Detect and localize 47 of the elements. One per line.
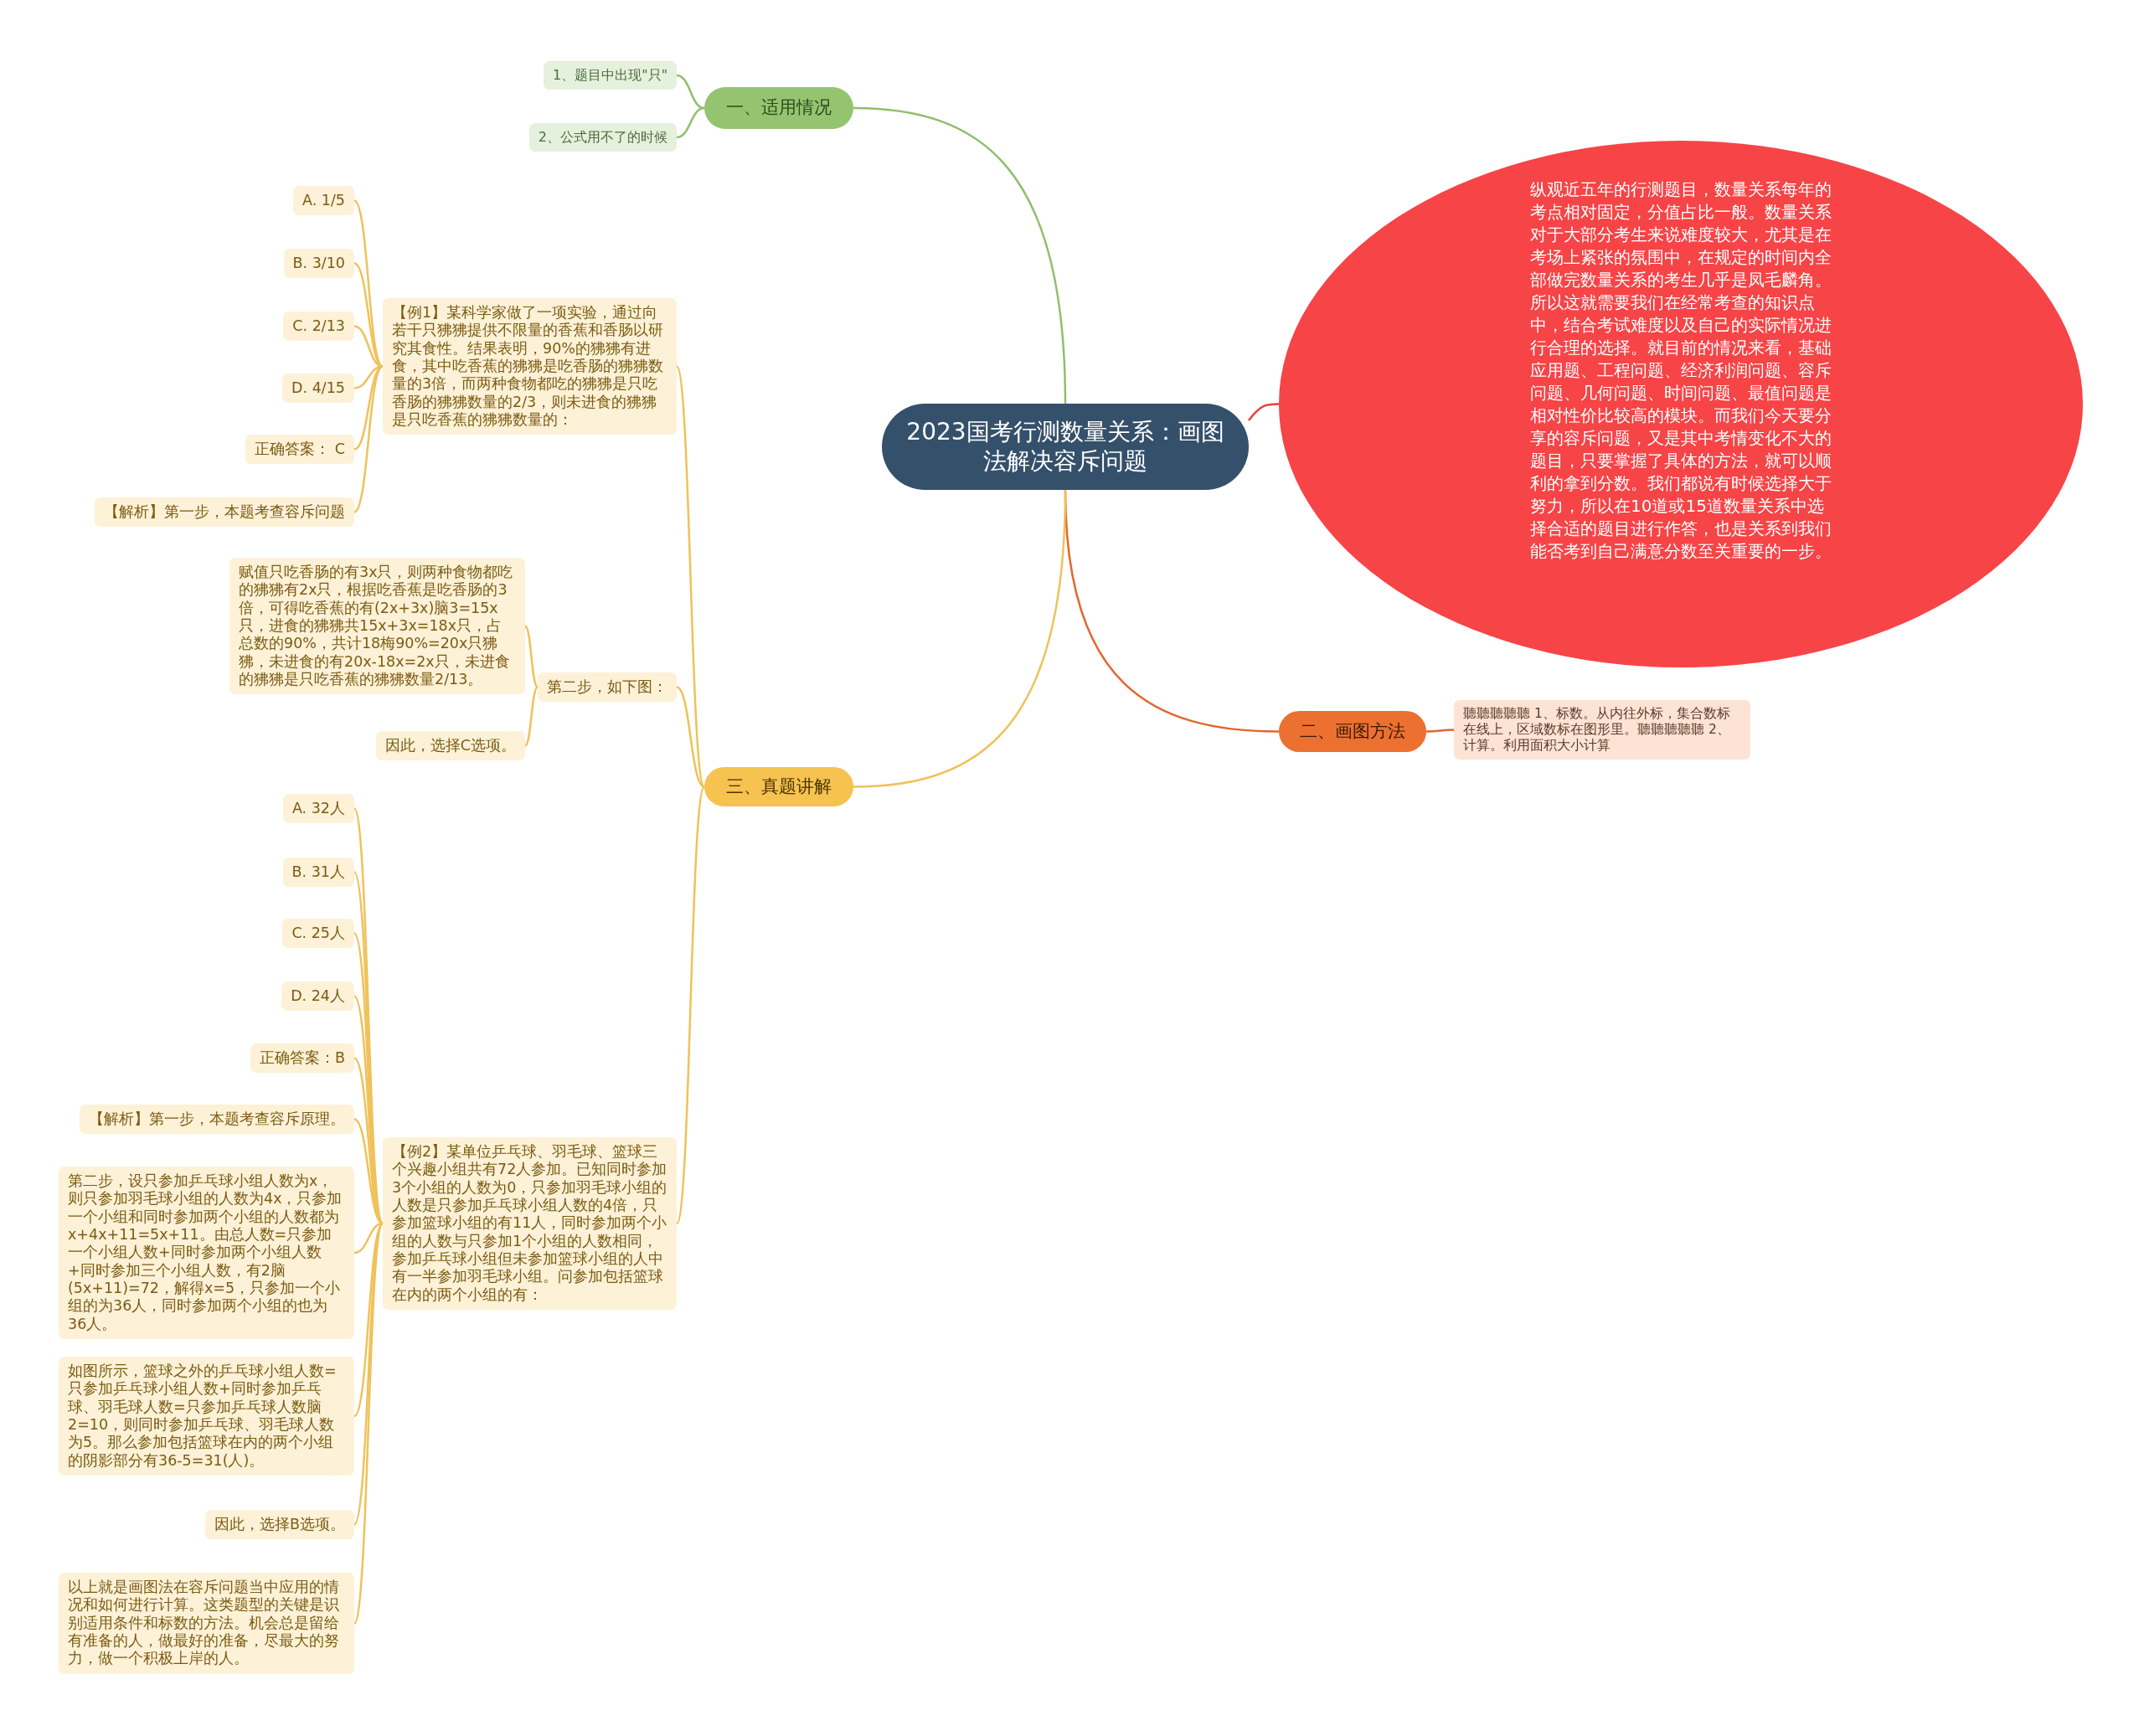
note-box: 【解析】第一步，本题考查容斥问题: [95, 497, 354, 528]
paragraph-text: 纵观近五年的行测题目，数量关系每年的考点相对固定，分值占比一般。数量关系对于大部分考生来说难度较大，尤其是在考场上紧张的氛围中，在规定的时间内全部做完数量关系的考生几乎是凤毛麟角。所以这就需要我们在经常考查的知识点中，结合考试难度以及自己的实际情况进行合理的选择。就目前的情况来看，基础应用题、工程问题、经济利润问题、容斥问题、几何问题、时间问题、最值问题是相对性价比较高的模块。而我们今天要分享的容斥问题，又是其中考情变化不大的题目，只要掌握了具体的方法，就可以顺利的拿到分数。我们都说有时候选择大于努力，所以在10道或15道数量关系中选择合适的题目进行作答，也是关系到我们能否考到自己满意分数至关重要的一步。: [1530, 178, 1832, 563]
connector-line: [853, 489, 1067, 788]
note-box: 因此，选择B选项。: [205, 1510, 354, 1540]
central-topic: 2023国考行测数量关系：画图法解决容斥问题: [882, 404, 1249, 490]
connector-line: [524, 686, 539, 747]
note-box: B. 3/10: [283, 249, 354, 279]
note-box: 1、题目中出现"只": [544, 61, 677, 90]
note-box: 第二步，设只参加乒乓球小组人数为x，则只参加羽毛球小组的人数为4x，只参加一个小组和同时参加两个小组的人数都为x+4x+11=5x+11。由总人数=只参加一个小组人数+同时参加两个小组人数+同时参加三个小组人数，有2脑(5x+11)=72，解得x=5，只参加一个小组的为36人，同时参加两个小组的也为36人。: [59, 1167, 354, 1340]
note-box: B. 31人: [282, 858, 354, 888]
branch-topic: 三、真题讲解: [704, 767, 853, 806]
connector-line: [1426, 729, 1454, 733]
note-box: 因此，选择C选项。: [375, 731, 525, 761]
note-box: 【例1】某科学家做了一项实验，通过向若干只狒狒提供不限量的香蕉和香肠以研究其食性。结果表明，90%的狒狒有进食，其中吃香蕉的狒狒是吃香肠的狒狒数量的3倍，而两种食物都吃的狒狒是只吃香肠的狒狒数量的2/3，则未进食的狒狒是只吃香蕉的狒狒数量的：: [383, 298, 677, 435]
note-box: 第二步，如下图：: [538, 672, 677, 703]
connector-line: [676, 74, 705, 110]
note-box: 如图所示，篮球之外的乒乓球小组人数=只参加乒乓球小组人数+同时参加乒乓球、羽毛球人数=只参加乒乓球人数脑2=10，则同时参加乒乓球、羽毛球人数为5。那么参加包括篮球在内的两个小组的阴影部分有36-5=31(人)。: [59, 1357, 354, 1476]
note-box: A. 1/5: [293, 186, 354, 216]
note-box: C. 2/13: [283, 312, 354, 342]
note-box: 聽聽聽聽聽 1、标数。从内往外标，集合数标在线上，区域数标在图形里。聽聽聽聽聽 2、计算。利用面积大小计算: [1454, 700, 1750, 760]
note-box: 以上就是画图法在容斥问题当中应用的情况和如何进行计算。这类题型的关键是识别适用条件和标数的方法。机会总是留给有准备的人，做最好的准备，尽最大的努力，做一个积极上岸的人。: [59, 1573, 354, 1674]
connector-line: [353, 262, 384, 368]
connector-line: [353, 1223, 384, 1526]
note-box: 【解析】第一步，本题考查容斥原理。: [80, 1105, 354, 1135]
connector-line: [353, 1222, 384, 1254]
note-box: 2、公式用不了的时候: [528, 123, 677, 152]
branch-topic: 一、适用情况: [704, 87, 853, 129]
note-box: 赋值只吃香肠的有3x只，则两种食物都吃的狒狒有2x只，根据吃香蕉是吃香肠的3倍，可得吃香蕉的有(2x+3x)脑3=15x只，进食的狒狒共15x+3x=18x只，占总数的90%，共计18梅90%=20x只狒狒，未进食的有20x-18x=2x只，未进食的狒狒是只吃香蕉的狒狒数量2/13。: [229, 558, 525, 695]
connector-line: [353, 365, 384, 513]
connector-line: [853, 106, 1067, 404]
note-box: D. 4/15: [282, 373, 354, 404]
connector-line: [676, 686, 705, 788]
connector-line: [675, 366, 706, 787]
note-box: 正确答案：B: [250, 1043, 354, 1074]
connector-line: [676, 106, 705, 139]
note-box: A. 32人: [282, 794, 354, 824]
connector-line: [675, 786, 706, 1224]
connector-line: [1248, 403, 1279, 421]
note-box: D. 24人: [281, 981, 354, 1012]
connector-line: [353, 199, 384, 368]
connector-line: [353, 1223, 384, 1624]
branch-topic: 二、画图方法: [1279, 711, 1426, 752]
connector-line: [524, 625, 539, 688]
note-box: 正确答案： C: [245, 435, 354, 465]
note-box: C. 25人: [282, 919, 354, 949]
note-box: 【例2】某单位乒乓球、羽毛球、篮球三个兴趣小组共有72人参加。已知同时参加3个小组的人数为0，只参加羽毛球小组的人数是只参加乒乓球小组人数的4倍，只参加篮球小组的有11人，同时参加两个小组的人数与只参加1个小组的人数相同，参加乒乓球小组但未参加篮球小组的人中有一半参加羽毛球小组。问参加包括篮球在内的两个小组的有：: [383, 1137, 677, 1311]
connector-line: [353, 365, 384, 451]
